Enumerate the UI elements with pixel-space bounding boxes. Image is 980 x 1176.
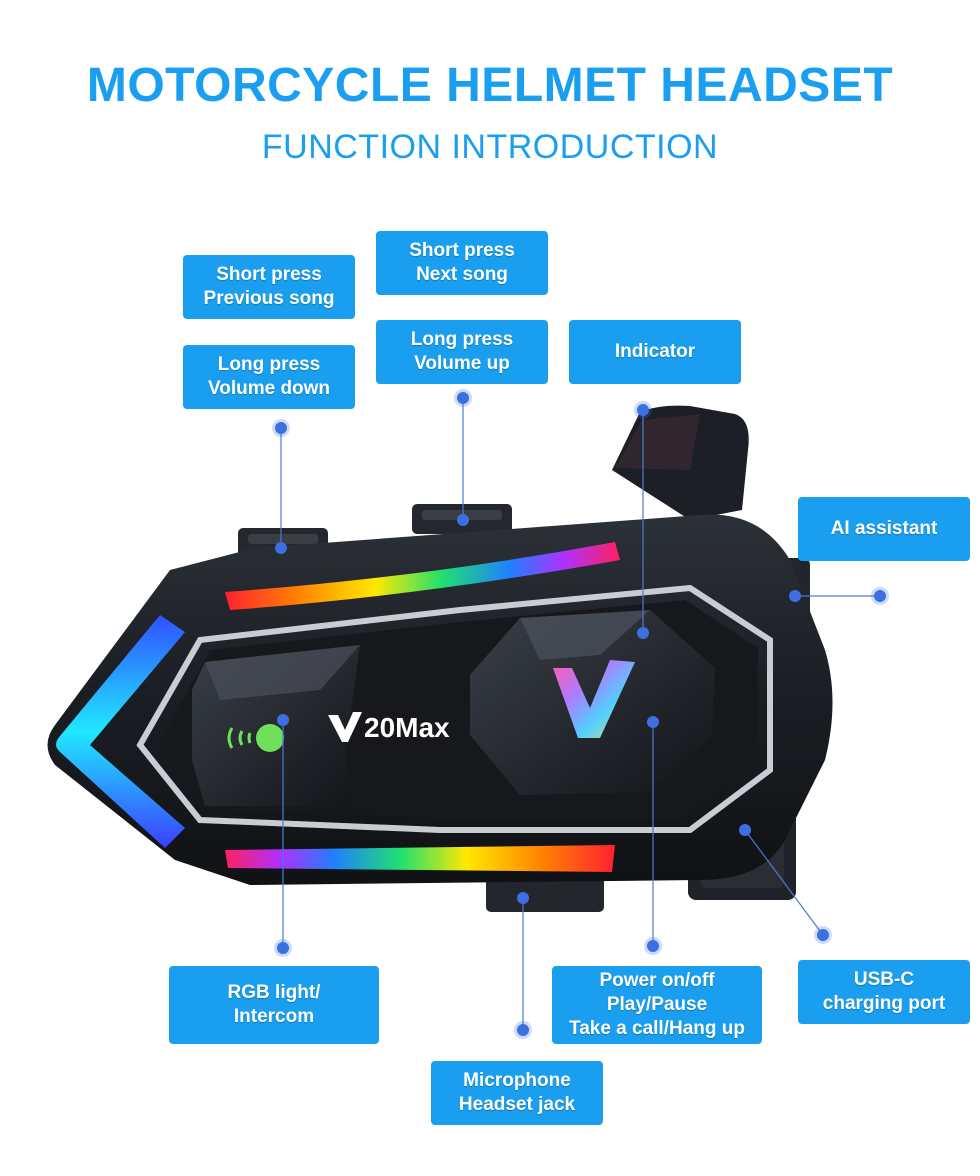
- page-subtitle: FUNCTION INTRODUCTION: [261, 128, 719, 166]
- callout-dots: [272, 389, 889, 1039]
- label-next-song: Short press Next song: [376, 231, 548, 295]
- label-ai-assistant: AI assistant: [798, 497, 970, 561]
- leader-lines: [280, 398, 880, 1030]
- label-usb-c: USB-C charging port: [798, 960, 970, 1024]
- label-microphone: Microphone Headset jack: [431, 1061, 603, 1125]
- label-volume-down: Long press Volume down: [183, 345, 355, 409]
- microphone-jack: [486, 876, 604, 912]
- model-logo-icon: [328, 712, 362, 742]
- label-previous-song: Short press Previous song: [183, 255, 355, 319]
- label-volume-up: Long press Volume up: [376, 320, 548, 384]
- brand-logo: [553, 660, 635, 738]
- intercom-icon: [227, 724, 284, 752]
- label-rgb-light: RGB light/ Intercom: [169, 966, 379, 1044]
- page-title: MOTORCYCLE HELMET HEADSET: [86, 59, 894, 112]
- model-text: 20Max: [364, 712, 450, 743]
- label-indicator: Indicator: [569, 320, 741, 384]
- label-power: Power on/off Play/Pause Take a call/Hang…: [552, 966, 762, 1044]
